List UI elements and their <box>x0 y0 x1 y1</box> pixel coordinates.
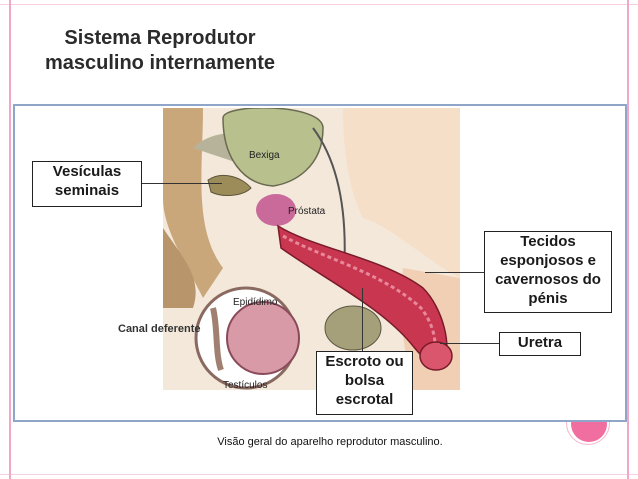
figure-caption: Visão geral do aparelho reprodutor mascu… <box>217 436 443 448</box>
label-escroto: Escroto ou bolsa escrotal <box>316 351 413 415</box>
label-prostata: Próstata <box>288 206 326 217</box>
leader-escroto <box>362 288 363 351</box>
slide-frame-left <box>9 0 11 479</box>
leader-tecidos <box>425 272 485 273</box>
slide-frame-bottom <box>0 474 638 475</box>
label-tecidos-esponjosos: Tecidos esponjosos e cavernosos do pénis <box>484 231 612 313</box>
label-vesiculas-seminais: Vesículas seminais <box>32 161 142 207</box>
label-testiculos: Testículos <box>223 380 267 390</box>
label-epididimo: Epidídimo <box>233 297 278 308</box>
label-uretra: Uretra <box>499 332 581 356</box>
anatomy-illustration: Bexiga Próstata Epidídimo Testículos <box>163 108 460 390</box>
leader-vesiculas <box>142 183 222 184</box>
slide-frame-top <box>0 4 638 5</box>
slide-frame-right <box>627 0 629 479</box>
label-canal-deferente: Canal deferente <box>118 323 201 335</box>
label-bexiga: Bexiga <box>249 150 280 161</box>
slide-title: Sistema Reprodutor masculino internament… <box>44 27 276 74</box>
leader-uretra <box>440 343 500 344</box>
